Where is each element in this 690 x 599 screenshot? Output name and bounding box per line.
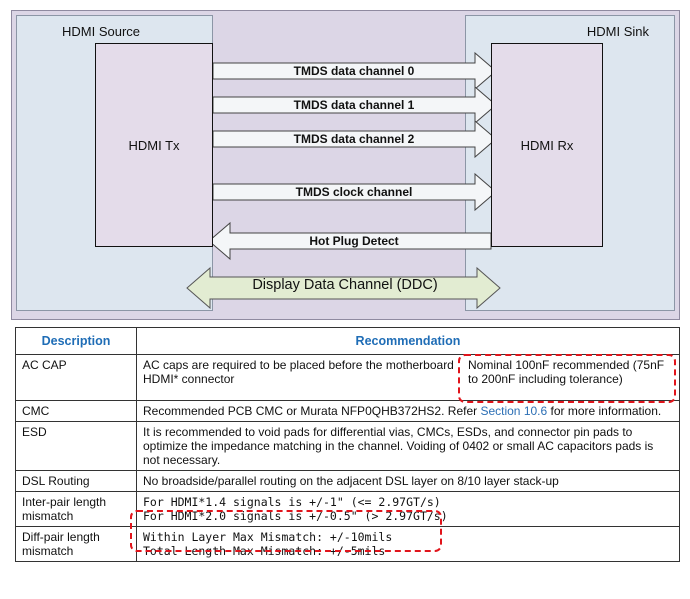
table-row: Diff-pair length mismatch Within Layer M…	[15, 526, 680, 562]
hdmi-tx-chip: HDMI Tx	[95, 43, 213, 247]
cmc-text-pre: Recommended PCB CMC or Murata NFP0QHB372…	[143, 404, 481, 418]
table-row: Inter-pair length mismatch For HDMI*1.4 …	[15, 491, 680, 527]
row-desc-dsl-routing: DSL Routing	[15, 470, 137, 492]
inter-pair-hdmi20: For HDMI*2.0 signals is +/-0.5" (> 2.97G…	[143, 509, 448, 523]
hdmi-source-title: HDMI Source	[62, 24, 141, 39]
hot-plug-detect-arrow	[208, 221, 492, 261]
row-desc-inter-pair: Inter-pair length mismatch	[15, 491, 137, 527]
header-recommendation: Recommendation	[136, 327, 680, 355]
inter-pair-hdmi14: For HDMI*1.4 signals is +/-1" (<= 2.97GT…	[143, 495, 441, 509]
inter-pair-highlight-box	[130, 510, 442, 552]
diff-pair-within-layer: Within Layer Max Mismatch: +/-10mils	[143, 530, 393, 544]
table-row: AC CAP AC caps are required to be placed…	[15, 354, 680, 401]
row-desc-ac-cap: AC CAP	[15, 354, 137, 401]
section-10-6-link[interactable]: Section 10.6	[480, 404, 548, 418]
row-rec-ac-cap: AC caps are required to be placed before…	[136, 354, 680, 401]
row-desc-esd: ESD	[15, 421, 137, 471]
tmds-data-channel-0-arrow	[212, 51, 497, 91]
hdmi-sink-title: HDMI Sink	[586, 24, 649, 39]
cmc-text-post: for more information.	[547, 404, 662, 418]
tmds-data-channel-1-label: TMDS data channel 1	[293, 98, 415, 112]
ac-cap-recommendation-text: AC caps are required to be placed before…	[143, 358, 454, 386]
table-header-row: Description Recommendation	[15, 327, 680, 355]
row-rec-inter-pair: For HDMI*1.4 signals is +/-1" (<= 2.97GT…	[136, 491, 680, 527]
tmds-data-channel-1-arrow	[212, 85, 497, 125]
row-desc-cmc: CMC	[15, 400, 137, 422]
ac-cap-highlight-box	[458, 354, 676, 403]
hdmi-rx-chip: HDMI Rx	[491, 43, 603, 247]
row-desc-diff-pair: Diff-pair length mismatch	[15, 526, 137, 562]
row-rec-diff-pair: Within Layer Max Mismatch: +/-10mils Tot…	[136, 526, 680, 562]
hdmi-routing-guidelines-table: Description Recommendation AC CAP AC cap…	[15, 327, 680, 562]
row-rec-dsl-routing: No broadside/parallel routing on the adj…	[136, 470, 680, 492]
hdmi-block-diagram: HDMI Source HDMI Sink HDMI Tx HDMI Rx TM…	[11, 10, 680, 320]
ddc-arrow	[186, 266, 501, 310]
hdmi-rx-label: HDMI Rx	[520, 138, 574, 153]
hdmi-tx-label: HDMI Tx	[128, 138, 180, 153]
header-description: Description	[15, 327, 137, 355]
tmds-data-channel-0-label: TMDS data channel 0	[293, 64, 415, 78]
table-row: ESD It is recommended to void pads for d…	[15, 421, 680, 471]
row-rec-esd: It is recommended to void pads for diffe…	[136, 421, 680, 471]
channel-arrows	[186, 51, 501, 310]
tmds-clock-channel-arrow	[212, 172, 497, 212]
tmds-data-channel-2-arrow	[212, 119, 497, 159]
row-rec-cmc: Recommended PCB CMC or Murata NFP0QHB372…	[136, 400, 680, 422]
table-row: CMC Recommended PCB CMC or Murata NFP0QH…	[15, 400, 680, 422]
tmds-data-channel-2-label: TMDS data channel 2	[293, 132, 415, 146]
tmds-clock-channel-label: TMDS clock channel	[295, 185, 413, 199]
hot-plug-detect-label: Hot Plug Detect	[309, 234, 399, 248]
ddc-label: Display Data Channel (DDC)	[252, 277, 438, 293]
table-row: DSL Routing No broadside/parallel routin…	[15, 470, 680, 492]
ac-cap-nominal-note: Nominal 100nF recommended (75nF to 200nF…	[468, 358, 665, 386]
